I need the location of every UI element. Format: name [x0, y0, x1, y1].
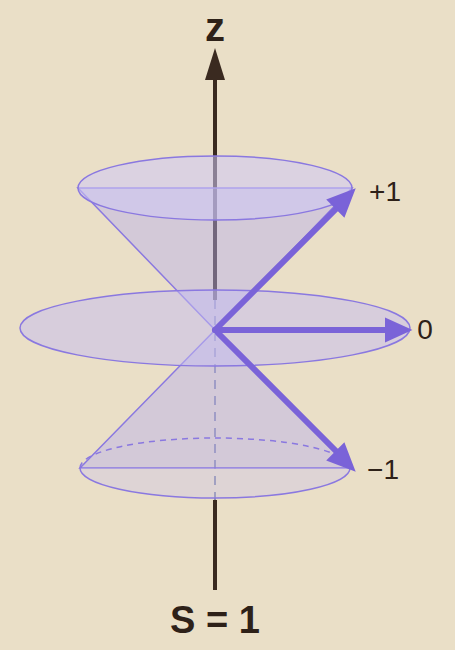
upper-cone-rim	[78, 156, 352, 220]
z-axis-lower	[213, 500, 217, 590]
arrowhead	[328, 444, 354, 470]
arrowhead	[328, 190, 354, 216]
quantum-number: 0	[417, 316, 433, 344]
middle-disk	[20, 290, 410, 366]
spin-label: S = 1	[170, 601, 260, 639]
spin-vector-plus	[215, 207, 338, 330]
axis-label: z	[205, 7, 225, 47]
arrowhead	[386, 319, 410, 341]
axis-arrowhead	[205, 48, 225, 80]
spin-vector-zero	[215, 327, 388, 333]
lower-rim-back	[80, 438, 350, 468]
quantum-number: −1	[367, 456, 399, 484]
spin-vector-minus	[218, 333, 338, 453]
lower-rim-front	[80, 468, 350, 498]
quantum-number: +1	[369, 178, 401, 206]
